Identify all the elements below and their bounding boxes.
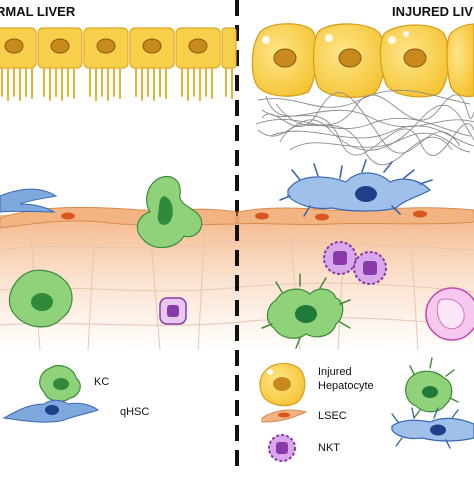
normal-hepatocytes: [0, 27, 237, 101]
lsec-layer-injured: [237, 207, 474, 226]
neutrophil-cell-injured: [425, 287, 474, 341]
legend-lsec-icon: [261, 409, 308, 423]
fibrosis-collagen: [255, 89, 474, 166]
legend-injured-hepatocyte-icon: [259, 362, 306, 407]
qhsc-cell-normal: [0, 188, 58, 213]
legend-label-injured-hepatocyte-2: Hepatocyte: [318, 380, 374, 392]
kc-cell-injured: [261, 273, 351, 349]
legend-label-lsec: LSEC: [318, 410, 347, 422]
legend-label-nkt: NKT: [318, 442, 340, 454]
title-normal-liver: RMAL LIVER: [0, 4, 76, 19]
legend-label-qhsc: qHSC: [120, 406, 150, 418]
legend-kc-injured-icon: [405, 357, 459, 419]
kc-cell-normal-bottom: [8, 269, 73, 328]
title-injured-liver: INJURED LIV: [392, 4, 473, 19]
legend-ahsc-icon: [391, 407, 474, 449]
kc-cell-normal-top: [136, 175, 203, 249]
legend-label-injured-hepatocyte-1: Injured: [318, 366, 352, 378]
legend-nkt-icon: [268, 434, 296, 462]
injured-hepatocytes: [251, 23, 474, 98]
ahsc-cell-injured: [279, 159, 433, 217]
nkt-cells-injured: [323, 241, 387, 285]
legend-qhsc-icon: [2, 399, 100, 423]
nkt-cell-normal: [159, 297, 187, 325]
legend-kc-icon: [39, 365, 81, 402]
legend-label-kc: KC: [94, 376, 110, 388]
